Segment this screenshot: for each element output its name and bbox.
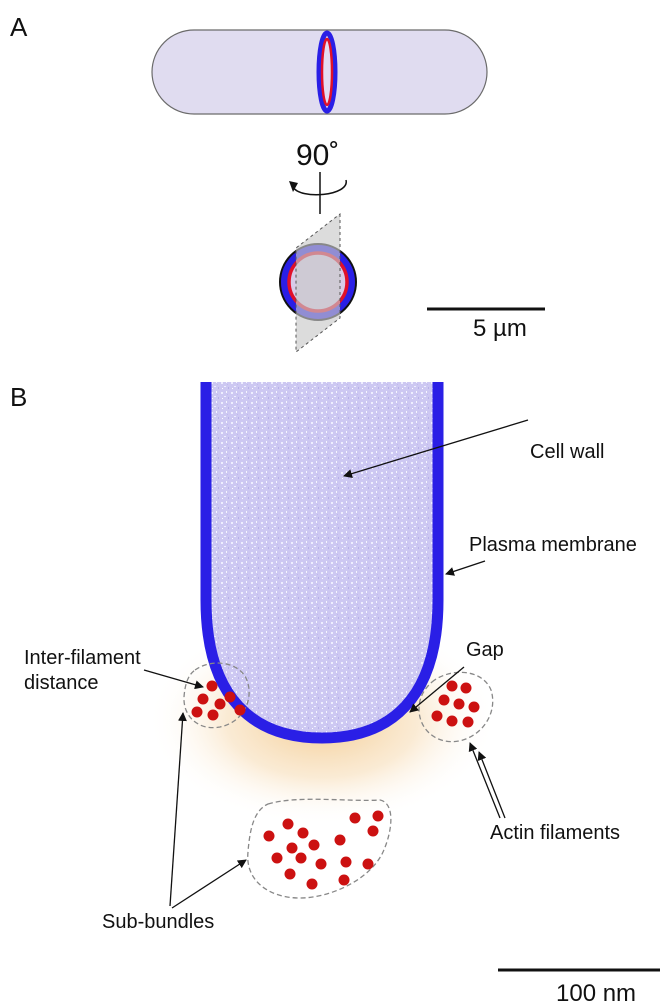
actin-filament-dot [350,813,361,824]
ring-side-red [322,39,332,105]
actin-filament-dot [335,835,346,846]
panel-a: A 90˚ 5 µm [10,12,545,352]
panel-b-label: B [10,382,27,412]
actin-filament-dot [463,717,474,728]
actin-filament-dot [272,853,283,864]
label-cell-wall: Cell wall [530,441,604,463]
actin-filament-dot [264,831,275,842]
scale-bar-a-label: 5 µm [473,315,527,342]
actin-filament-dot [461,683,472,694]
actin-filament-dot [373,811,384,822]
actin-filament-dot [309,840,320,851]
actin-filament-dot [296,853,307,864]
actin-filament-dot [198,694,209,705]
actin-filament-dot [235,705,246,716]
label-actin-filaments: Actin filaments [490,822,620,844]
panel-b: B Cell wall Plasma membrane Gap Inter-fi… [10,382,660,1007]
label-inter-filament-2: distance [24,672,99,694]
actin-filament-dot [447,681,458,692]
actin-filament-dot [215,699,226,710]
actin-filament-dot [454,699,465,710]
panel-a-label: A [10,12,28,42]
actin-filament-dot [283,819,294,830]
arrow-plasma-membrane [446,561,485,574]
rotation-label: 90˚ [296,139,339,172]
actin-filament-dot [339,875,350,886]
actin-filament-dot [208,710,219,721]
label-inter-filament-1: Inter-filament [24,647,141,669]
actin-filament-dot [447,716,458,727]
actin-filament-dot [469,702,480,713]
actin-filament-dot [341,857,352,868]
actin-filament-dot [307,879,318,890]
actin-filament-dot [207,681,218,692]
actin-filament-dot [192,707,203,718]
label-gap: Gap [466,639,504,661]
arrow-sub-bundle-2 [172,860,246,908]
arrow-actin-2 [479,752,505,818]
actin-filament-dot [285,869,296,880]
actin-filament-dot [432,711,443,722]
section-plane [296,214,340,352]
scale-bar-b-label: 100 nm [556,980,636,1007]
actin-filament-dot [287,843,298,854]
actin-filament-dot [298,828,309,839]
label-plasma-membrane: Plasma membrane [469,534,637,556]
actin-filament-dot [316,859,327,870]
cell-wall-region [206,382,438,738]
label-sub-bundles: Sub-bundles [102,911,214,933]
actin-filament-dot [225,692,236,703]
actin-filament-dot [363,859,374,870]
actin-filament-dot [368,826,379,837]
actin-filament-dot [439,695,450,706]
